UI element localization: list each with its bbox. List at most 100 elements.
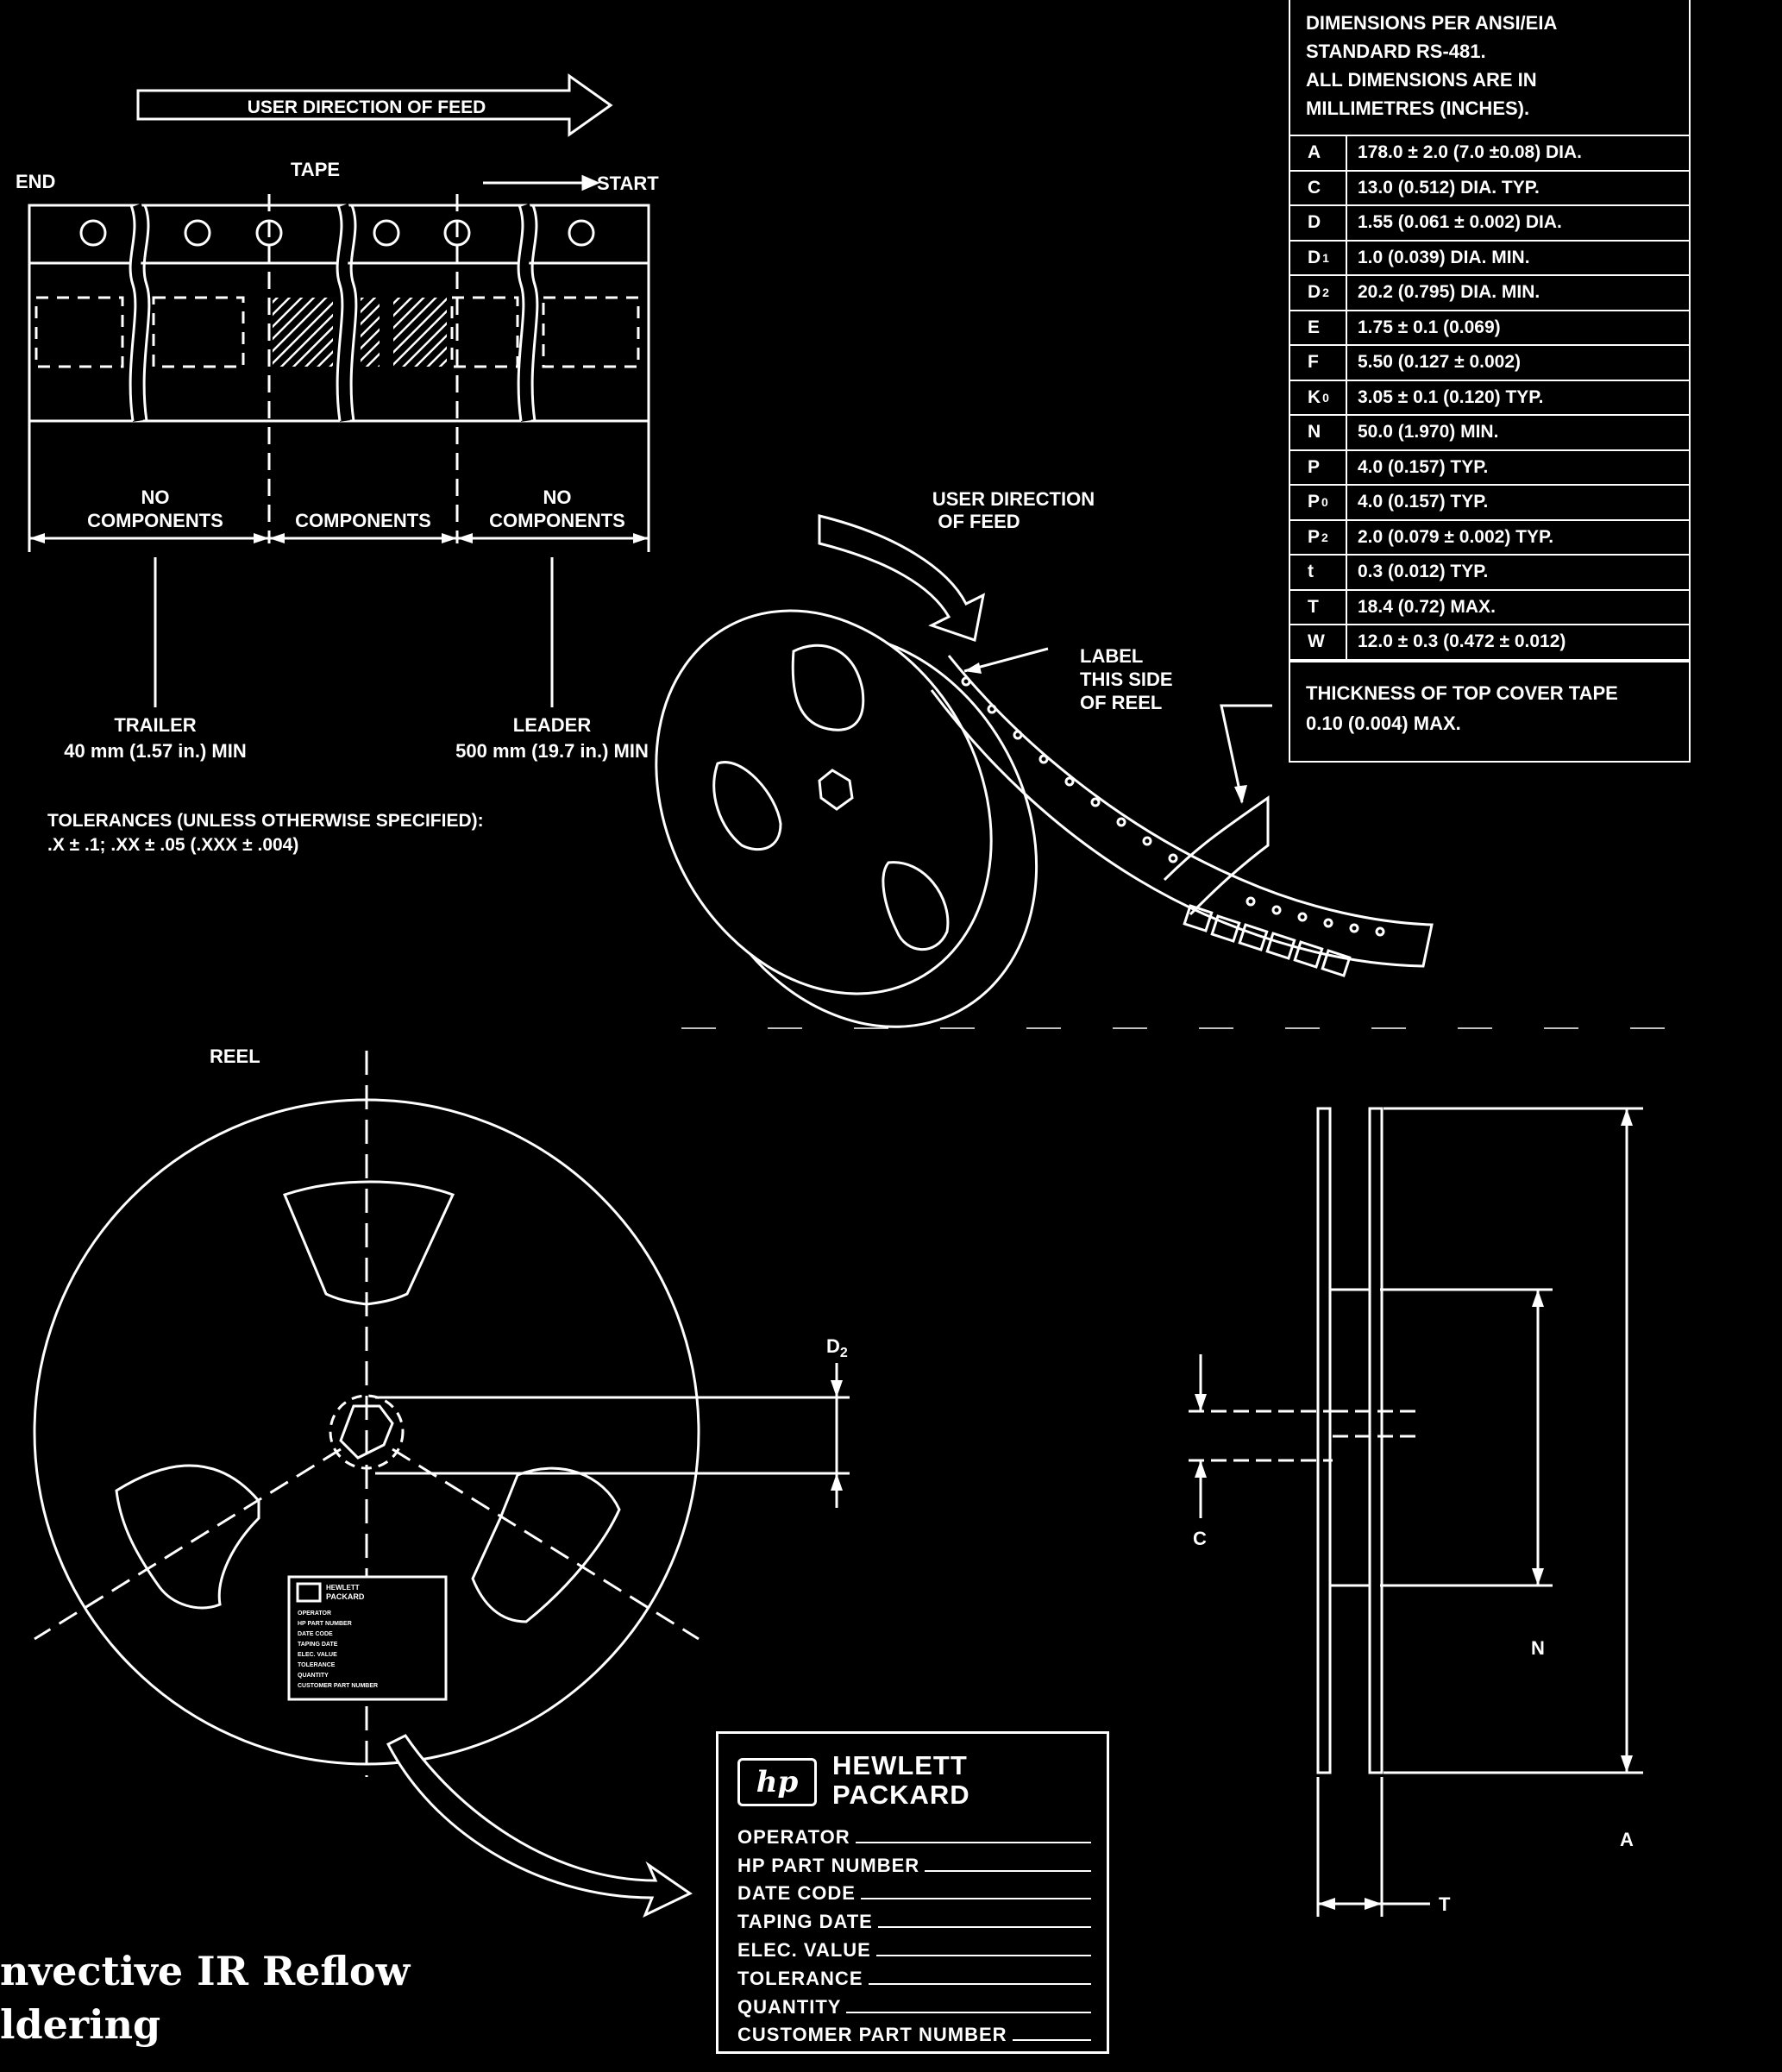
dimension-symbol: F xyxy=(1290,346,1347,380)
components-label: COMPONENTS xyxy=(295,510,431,531)
no-components-2-line1: NO xyxy=(543,487,572,508)
tape-breaks xyxy=(129,203,539,422)
no-components-2-line2: COMPONENTS xyxy=(489,510,625,531)
dimension-row: P 4.0 (0.157) TYP. xyxy=(1290,450,1689,486)
label-field: TOLERANCE xyxy=(737,1962,1091,1990)
dimension-symbol: T xyxy=(1290,590,1347,624)
dimension-value: 1.0 (0.039) DIA. MIN. xyxy=(1358,247,1530,267)
no-components-1-line1: NO xyxy=(141,487,170,508)
dimension-value: 20.2 (0.795) DIA. MIN. xyxy=(1358,282,1540,303)
t-label: T xyxy=(1439,1893,1451,1915)
reel-small-label xyxy=(287,1575,448,1701)
end-label: END xyxy=(16,171,55,192)
label-callout-arrow xyxy=(386,1734,693,1918)
feed-arrow-label: USER DIRECTION OF FEED xyxy=(248,97,486,117)
svg-text:HEWLETT: HEWLETT xyxy=(326,1584,360,1592)
dimension-value: 178.0 ± 2.0 (7.0 ±0.08) DIA. xyxy=(1358,142,1583,163)
reel-hub-inner xyxy=(339,1404,394,1460)
reel-window-right xyxy=(471,1466,621,1623)
c-label: C xyxy=(1193,1528,1207,1549)
reel-3d-pockets xyxy=(1183,904,1352,977)
reel-outer-circle xyxy=(33,1098,700,1766)
dimension-value: 4.0 (0.157) TYP. xyxy=(1358,456,1489,477)
dimension-symbol: E xyxy=(1290,311,1347,344)
tolerances-line1: TOLERANCES (UNLESS OTHERWISE SPECIFIED): xyxy=(47,811,484,831)
dimension-symbol: A xyxy=(1290,136,1347,170)
reel-3d-feed-arrow xyxy=(818,514,986,642)
leader-value: 500 mm (19.7 in.) MIN xyxy=(455,740,649,762)
dimension-value: 3.05 ± 0.1 (0.120) TYP. xyxy=(1358,386,1544,407)
tape-diagram: USER DIRECTION OF FEED END TAPE START xyxy=(16,73,659,855)
feed-arrow xyxy=(136,73,613,137)
svg-text:PACKARD: PACKARD xyxy=(326,1592,365,1601)
sprocket-holes xyxy=(79,219,595,247)
svg-text:TOLERANCE: TOLERANCE xyxy=(298,1662,336,1668)
section-heading-line2: ldering xyxy=(0,2001,161,2048)
a-label: A xyxy=(1620,1829,1634,1850)
label-field: ELEC. VALUE xyxy=(737,1933,1091,1962)
n-label: N xyxy=(1531,1637,1545,1659)
pockets xyxy=(35,296,640,368)
dimension-symbol: D xyxy=(1290,206,1347,240)
leader-label: LEADER xyxy=(513,714,592,736)
reel-window-left xyxy=(115,1464,260,1610)
trailer-label: TRAILER xyxy=(114,714,196,736)
filled-pockets xyxy=(273,298,447,367)
reel-3d-tape xyxy=(930,655,1434,968)
label-field: HP PART NUMBER xyxy=(737,1849,1091,1877)
reel-3d-feed-label-1: USER DIRECTION xyxy=(932,488,1095,510)
label-side-3: OF REEL xyxy=(1080,692,1162,713)
dimension-row: W 12.0 ± 0.3 (0.472 ± 0.012) xyxy=(1290,625,1689,661)
reel-3d: USER DIRECTION OF FEED LABEL THIS SIDE O… xyxy=(655,488,1434,1028)
reel-hub xyxy=(329,1394,405,1470)
label-field: QUANTITY xyxy=(737,1990,1091,2019)
label-field: TAPING DATE xyxy=(737,1905,1091,1933)
label-field: CUSTOMER PART NUMBER xyxy=(737,2019,1091,2047)
tolerances-line2: .X ± .1; .XX ± .05 (.XXX ± .004) xyxy=(47,835,298,855)
reel-small-label-fields: OPERATOR HP PART NUMBER DATE CODE TAPING… xyxy=(298,1611,378,1689)
dimension-value: 12.0 ± 0.3 (0.472 ± 0.012) xyxy=(1358,631,1566,652)
section-heading-line1: nvective IR Reflow xyxy=(0,1948,411,1994)
d2-label: D2 xyxy=(826,1335,848,1360)
no-components-1-line2: COMPONENTS xyxy=(87,510,223,531)
label-field: DATE CODE xyxy=(737,1877,1091,1906)
dimension-value: 13.0 (0.512) DIA. TYP. xyxy=(1358,177,1540,198)
dimension-symbol: W xyxy=(1290,625,1347,659)
dimension-value: 0.3 (0.012) TYP. xyxy=(1358,562,1489,582)
svg-text:TAPING DATE: TAPING DATE xyxy=(298,1642,338,1648)
label-fields: OPERATOR HP PART NUMBER DATE CODE TAPING… xyxy=(737,1820,1091,2046)
reel-title: REEL xyxy=(210,1045,260,1067)
dimension-value: 50.0 (1.970) MIN. xyxy=(1358,422,1499,443)
svg-text:DATE CODE: DATE CODE xyxy=(298,1631,333,1637)
hp-logo-icon: hp xyxy=(737,1758,817,1806)
svg-text:CUSTOMER PART NUMBER: CUSTOMER PART NUMBER xyxy=(298,1683,378,1689)
dimension-symbol: C xyxy=(1290,171,1347,204)
svg-text:QUANTITY: QUANTITY xyxy=(298,1673,329,1679)
dimension-symbol: P xyxy=(1290,450,1347,484)
label-field: OPERATOR xyxy=(737,1820,1091,1849)
reel-window-top xyxy=(282,1180,455,1306)
brand-name: HEWLETT PACKARD xyxy=(832,1750,970,1810)
side-flange-right xyxy=(1368,1107,1384,1774)
reel-label-enlarged: hp HEWLETT PACKARD OPERATOR HP PART NUMB… xyxy=(716,1731,1109,2054)
tape-label: TAPE xyxy=(291,159,340,180)
label-side-1: LABEL xyxy=(1080,645,1143,667)
dimension-value: 2.0 (0.079 ± 0.002) TYP. xyxy=(1358,526,1554,547)
svg-text:HP PART NUMBER: HP PART NUMBER xyxy=(298,1621,352,1627)
dimension-row: C 13.0 (0.512) DIA. TYP. xyxy=(1290,171,1689,206)
